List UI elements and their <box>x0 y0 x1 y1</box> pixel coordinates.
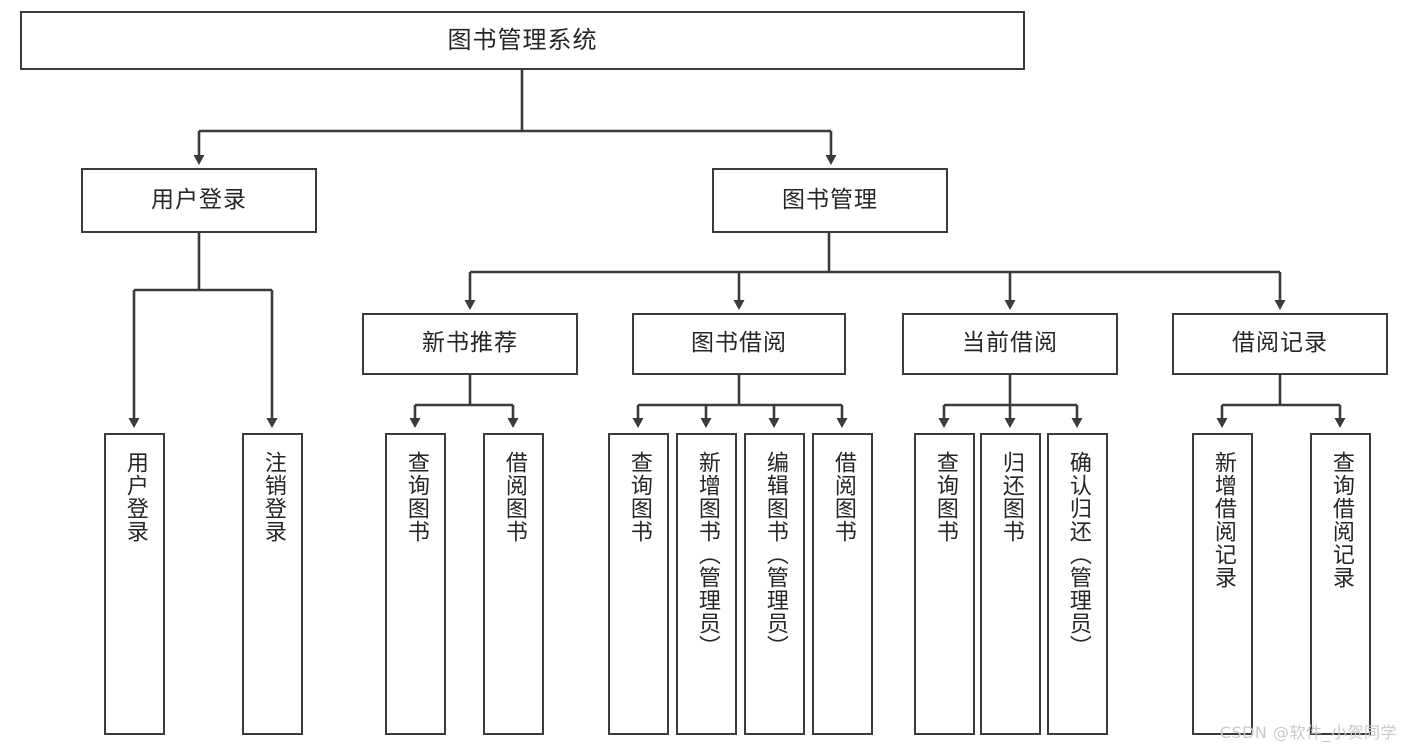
node-leaf-add-record[interactable]: 新增借阅记录 <box>1192 433 1253 735</box>
node-leaf-query-book-2[interactable]: 查询图书 <box>608 433 669 735</box>
node-user-login[interactable]: 用户登录 <box>81 168 317 233</box>
node-leaf-query-book-3[interactable]: 查询图书 <box>914 433 975 735</box>
node-label: 查询图书 <box>932 451 958 543</box>
node-leaf-query-record[interactable]: 查询借阅记录 <box>1310 433 1371 735</box>
node-label: 借阅图书 <box>501 451 527 543</box>
node-book-borrow[interactable]: 图书借阅 <box>632 313 846 375</box>
node-leaf-borrow-book-1[interactable]: 借阅图书 <box>483 433 544 735</box>
node-label: 图书管理 <box>782 186 878 213</box>
node-label: 借阅图书 <box>830 451 856 543</box>
node-label: 图书借阅 <box>691 330 787 357</box>
node-leaf-confirm-return[interactable]: 确认归还（管理员） <box>1047 433 1108 735</box>
node-leaf-edit-book[interactable]: 编辑图书（管理员） <box>744 433 805 735</box>
node-label: 用户登录 <box>151 186 247 213</box>
node-label: 注销登录 <box>260 451 286 543</box>
node-leaf-add-book[interactable]: 新增图书（管理员） <box>676 433 737 735</box>
node-label: 查询借阅记录 <box>1328 451 1354 589</box>
node-label: 新书推荐 <box>422 330 518 357</box>
node-new-book-recommend[interactable]: 新书推荐 <box>362 313 578 375</box>
node-current-borrow[interactable]: 当前借阅 <box>902 313 1118 375</box>
node-label: 编辑图书（管理员） <box>762 451 788 658</box>
node-book-manage[interactable]: 图书管理 <box>712 168 948 233</box>
node-borrow-record[interactable]: 借阅记录 <box>1172 313 1388 375</box>
node-label: 新增借阅记录 <box>1210 451 1236 589</box>
node-label: 查询图书 <box>626 451 652 543</box>
node-leaf-logout-login[interactable]: 注销登录 <box>242 433 303 735</box>
node-label: 新增图书（管理员） <box>694 451 720 658</box>
node-leaf-user-login[interactable]: 用户登录 <box>104 433 165 735</box>
node-label: 确认归还（管理员） <box>1065 451 1091 658</box>
node-leaf-query-book-1[interactable]: 查询图书 <box>385 433 446 735</box>
watermark-text: CSDN @软件_小贺同学 <box>1219 723 1397 742</box>
node-label: 查询图书 <box>403 451 429 543</box>
node-leaf-return-book[interactable]: 归还图书 <box>980 433 1041 735</box>
node-label: 用户登录 <box>122 451 148 543</box>
node-label: 归还图书 <box>998 451 1024 543</box>
node-leaf-borrow-book-2[interactable]: 借阅图书 <box>812 433 873 735</box>
node-label: 图书管理系统 <box>447 26 598 55</box>
node-label: 借阅记录 <box>1232 330 1328 357</box>
node-label: 当前借阅 <box>962 330 1058 357</box>
node-root[interactable]: 图书管理系统 <box>20 11 1025 70</box>
